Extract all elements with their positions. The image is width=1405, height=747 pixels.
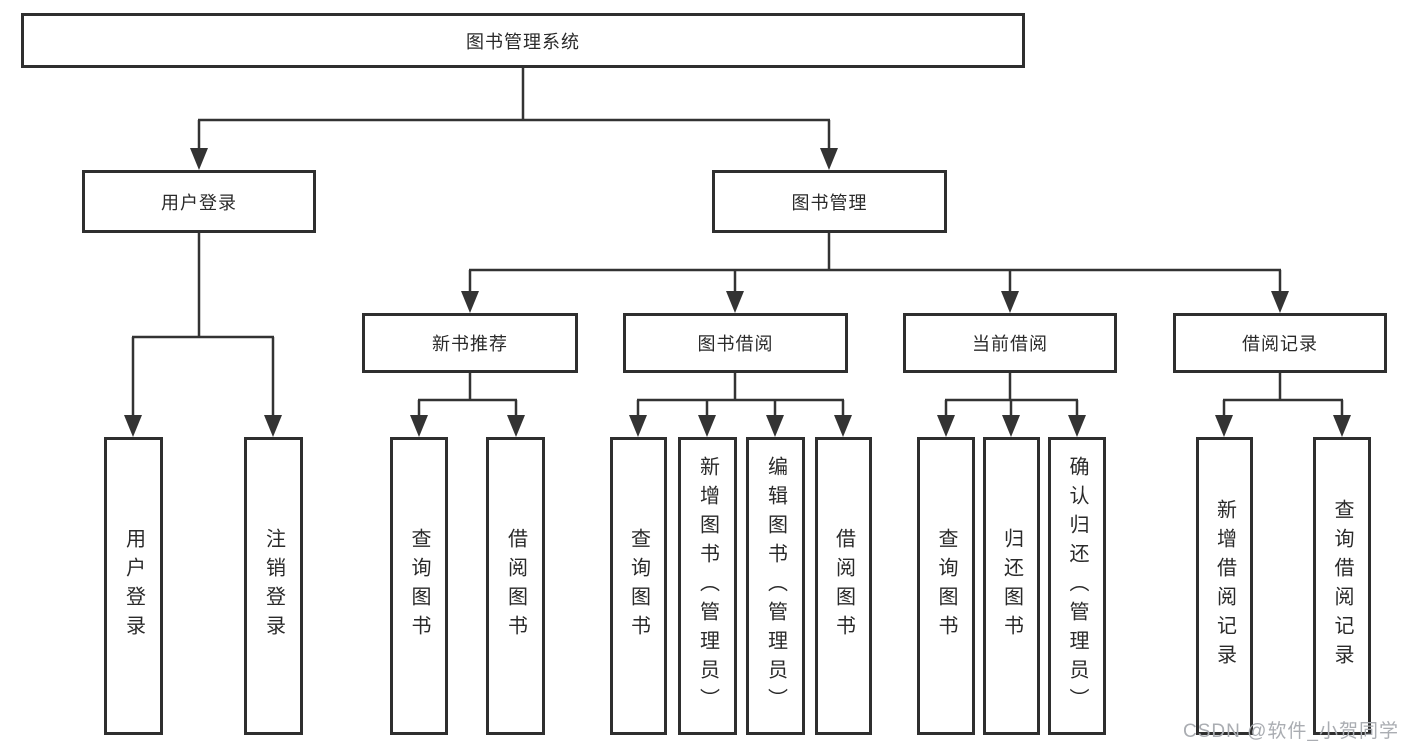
leaf-edit-books-admin: 编辑图书（管理员） (746, 437, 805, 735)
node-label: 当前借阅 (972, 334, 1048, 354)
node-label: 借阅图书 (504, 528, 527, 644)
node-label: 确认归还（管理员） (1066, 455, 1088, 717)
node-label: 查询借阅记录 (1331, 499, 1353, 673)
node-label: 图书管理系统 (466, 31, 580, 52)
leaf-query-books-borrowing: 查询图书 (610, 437, 667, 735)
node-label: 借阅图书 (832, 528, 855, 644)
leaf-add-borrow-record: 新增借阅记录 (1196, 437, 1253, 735)
node-user-login: 用户登录 (82, 170, 316, 233)
leaf-query-books-recommend: 查询图书 (390, 437, 448, 735)
node-label: 新增借阅记录 (1213, 499, 1236, 673)
node-system-root: 图书管理系统 (21, 13, 1025, 68)
arrowheads (124, 148, 1351, 437)
node-new-book-recommend: 新书推荐 (362, 313, 578, 373)
leaf-borrow-books-borrowing: 借阅图书 (815, 437, 872, 735)
node-book-management: 图书管理 (712, 170, 947, 233)
node-label: 编辑图书（管理员） (764, 455, 787, 717)
leaf-logout: 注销登录 (244, 437, 303, 735)
leaf-borrow-books-recommend: 借阅图书 (486, 437, 545, 735)
node-label: 图书管理 (791, 192, 868, 213)
node-label: 注销登录 (262, 528, 285, 644)
node-label: 用户登录 (161, 192, 237, 213)
node-label: 查询图书 (935, 528, 957, 644)
node-label: 用户登录 (122, 528, 145, 644)
leaf-confirm-return-admin: 确认归还（管理员） (1048, 437, 1106, 735)
node-label: 新增图书（管理员） (696, 455, 719, 717)
node-borrowing-records: 借阅记录 (1173, 313, 1387, 373)
node-label: 图书借阅 (697, 334, 774, 354)
node-label: 借阅记录 (1242, 334, 1318, 354)
leaf-return-books: 归还图书 (983, 437, 1040, 735)
node-label: 查询图书 (408, 528, 430, 644)
leaf-query-books-current: 查询图书 (917, 437, 975, 735)
node-label: 查询图书 (627, 528, 650, 644)
leaf-add-books-admin: 新增图书（管理员） (678, 437, 737, 735)
node-current-borrowing: 当前借阅 (903, 313, 1117, 373)
leaf-query-borrow-record: 查询借阅记录 (1313, 437, 1371, 735)
csdn-watermark: CSDN @软件_小贺同学 (1183, 721, 1399, 742)
node-book-borrowing: 图书借阅 (623, 313, 848, 373)
leaf-user-login: 用户登录 (104, 437, 163, 735)
node-label: 归还图书 (1000, 528, 1023, 644)
node-label: 新书推荐 (432, 334, 508, 354)
